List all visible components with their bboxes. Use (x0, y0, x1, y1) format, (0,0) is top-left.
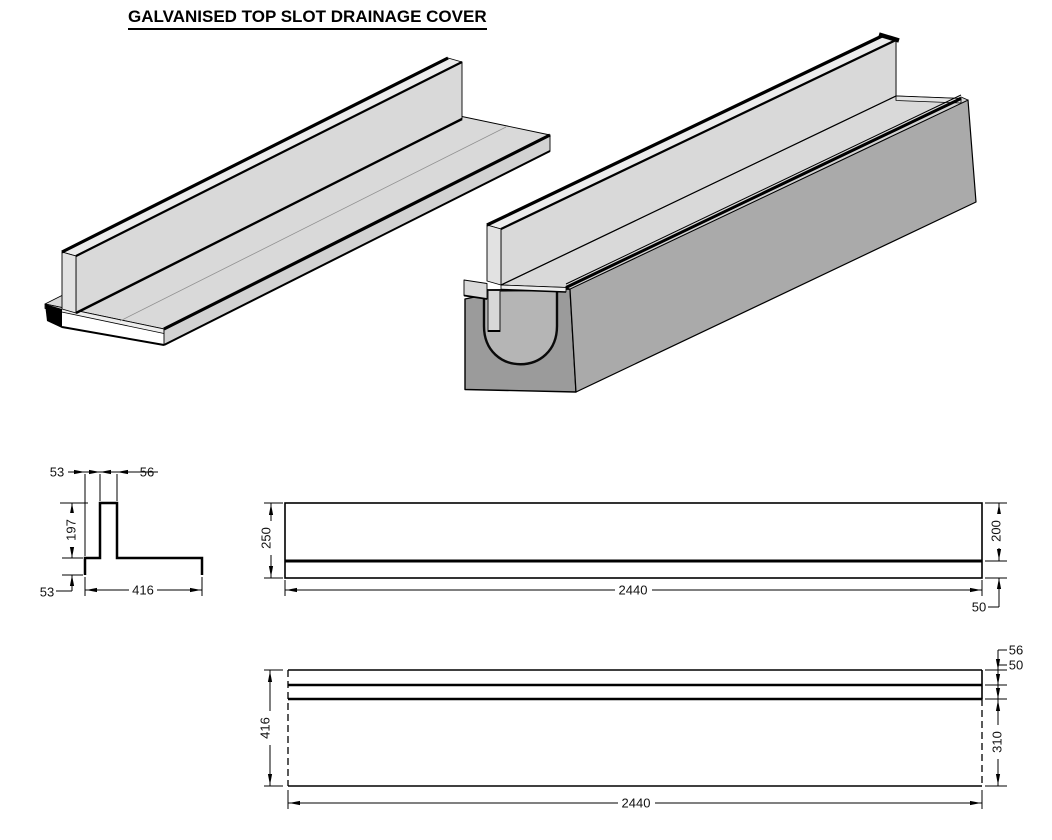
assembly-fin-top-front-edge (500, 39, 897, 230)
dim-lip-height: 53 (40, 585, 54, 600)
cover-end-shadow (45, 304, 62, 328)
iso-assembly-view (463, 32, 977, 393)
dim-front-lower: 310 (990, 731, 1005, 753)
lip-fold-edge (163, 133, 551, 331)
fin-top-back-edge (61, 56, 449, 254)
cover-fin-end-face (61, 251, 77, 314)
dim-slot-width: 56 (140, 465, 154, 480)
assembly-fin-top-back-edge (486, 34, 883, 227)
cross-section-profile (83, 501, 204, 575)
left-flange-shadow-line (463, 294, 488, 300)
assembly-base-far-edge (895, 95, 962, 104)
fin-top-front-edge (75, 61, 463, 257)
dim-front-height: 416 (258, 717, 273, 739)
cover-base-shadow-line (500, 288, 567, 293)
assembly-fin-far-cap (878, 32, 900, 43)
dim-front-upper: 50 (1009, 658, 1023, 673)
channel-u-trough (482, 288, 559, 366)
assembly-fin-end-face (486, 224, 502, 286)
assembly-fold-edge (565, 97, 962, 289)
dim-front-length: 2440 (622, 796, 651, 811)
dim-side-lower: 50 (972, 600, 986, 615)
dim-side-length: 2440 (619, 583, 648, 598)
dim-left-offset: 53 (50, 465, 64, 480)
fin-inside-slot (487, 290, 501, 332)
base-bend-highlight (119, 126, 507, 322)
dim-fin-height: 197 (64, 519, 79, 541)
dim-base-width: 416 (132, 583, 154, 598)
front-elevation-view: 416 56 50 310 (258, 643, 1024, 811)
fin-base-junction-edge (75, 117, 463, 315)
side-elevation-outline (284, 502, 983, 579)
dim-front-top: 56 (1009, 643, 1023, 658)
iso-cover-view (44, 56, 551, 346)
side-elevation-view: 250 200 50 2440 (259, 502, 1007, 615)
page-title: GALVANISED TOP SLOT DRAINAGE COVER (128, 7, 487, 30)
assembly-fin-base-junction (500, 95, 897, 286)
dim-side-upper: 200 (989, 520, 1004, 542)
base-near-bottom-edge (61, 326, 165, 346)
cross-section-view: 53 56 197 53 416 (40, 465, 204, 600)
assembly-fold-thin-edge (565, 94, 962, 285)
dim-side-height: 250 (259, 527, 274, 549)
lip-bottom-edge (163, 150, 551, 346)
